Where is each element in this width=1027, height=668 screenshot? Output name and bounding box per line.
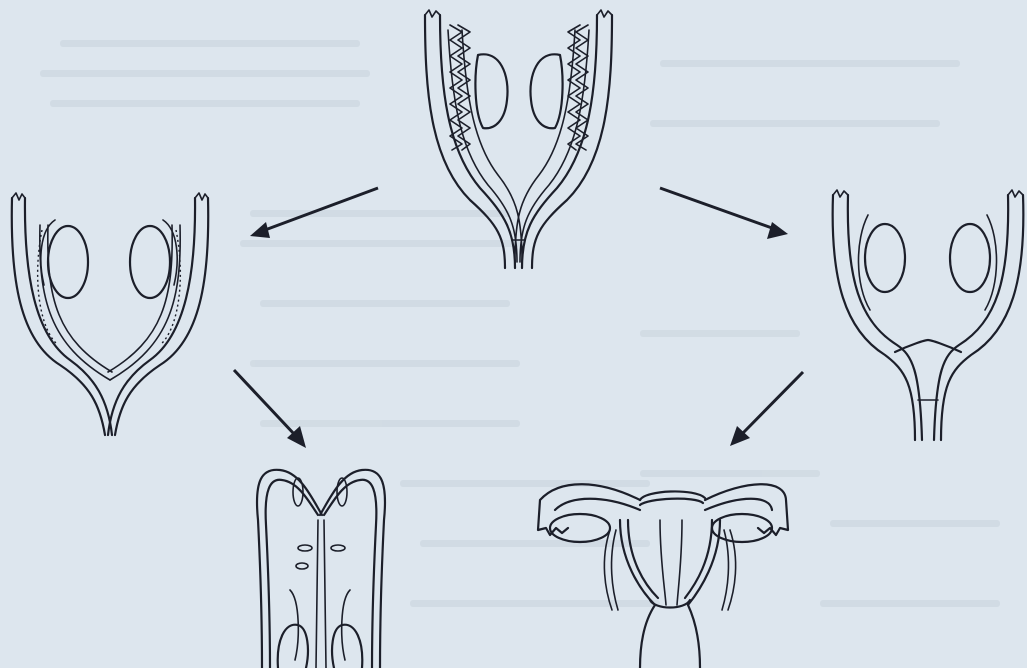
female-duct-stage-drawing <box>833 190 1024 440</box>
female-adult-drawing <box>538 484 788 668</box>
arrow-left-to-male-adult <box>234 370 306 448</box>
arrow-top-to-left <box>250 188 378 238</box>
indifferent-stage-drawing <box>425 10 612 268</box>
arrow-top-to-right <box>660 188 788 239</box>
male-adult-drawing <box>257 470 385 668</box>
arrow-right-to-female-adult <box>730 372 803 446</box>
male-duct-stage-drawing <box>12 193 208 435</box>
